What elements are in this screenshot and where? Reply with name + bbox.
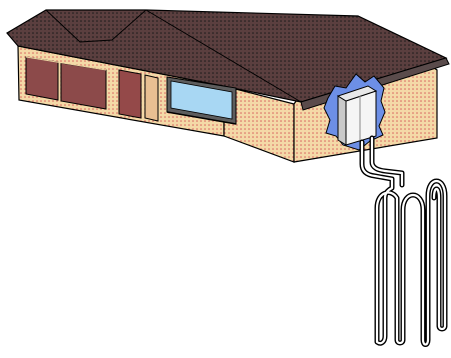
- roof-hip-line: [45, 9, 147, 43]
- window-sill: [166, 111, 237, 125]
- garage-door-right: [60, 62, 107, 110]
- window-glass: [170, 80, 233, 120]
- garage-door-trim-top: [25, 56, 107, 71]
- heat-pump-unit-icon: [323, 73, 386, 151]
- garage-door-left: [25, 56, 59, 101]
- front-door: [118, 69, 142, 119]
- garage-door-icon: [25, 56, 107, 110]
- ground-loop-inner: [360, 140, 447, 346]
- window-icon: [166, 76, 237, 125]
- heat-pump-side: [337, 95, 347, 146]
- front-door-icon: [118, 69, 159, 122]
- heat-pump-top: [336, 85, 378, 102]
- roof-ridge-line: [145, 9, 302, 103]
- front-door-side-panel: [144, 74, 159, 122]
- ground-loop-icon: [359, 135, 448, 347]
- ground-loop-return-inner: [370, 136, 404, 187]
